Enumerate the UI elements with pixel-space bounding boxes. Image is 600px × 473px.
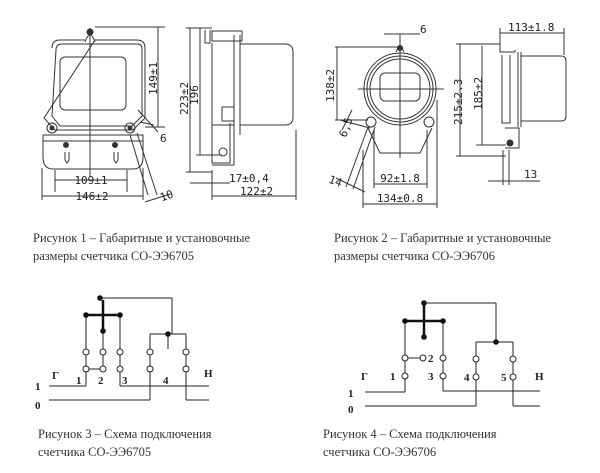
fig2-front-view [335,33,444,208]
figure-1-caption-line-2: размеры счетчика СО-ЭЭ6705 [33,249,194,263]
fig4-terminal-1: 1 [390,371,396,383]
fig4-schematic: Г Н 1 0 1 2 3 4 5 [348,300,544,416]
dim-fig1-109: 109±1 [74,174,107,187]
fig3-label-line0: 0 [35,400,41,412]
fig3-label-line1: 1 [35,381,41,393]
dim-fig2-92: 92±1.8 [380,172,420,185]
fig4-terminal-4: 4 [464,372,470,384]
dim-fig2-185: 185±2 [472,77,485,110]
figure-1-caption-line-1: Рисунок 1 – Габаритные и установочные [33,231,251,245]
figure-2-caption: Рисунок 2 – Габаритные и установочные ра… [334,229,551,265]
dim-fig2-14: 14 [327,173,344,190]
fig4-label-line0: 0 [348,404,354,416]
figure-2-caption-line-2: размеры счетчика СО-ЭЭ6706 [334,249,495,263]
dim-fig2-6-5: 6,5 [337,116,356,139]
figure-3-caption-line-1: Рисунок 3 – Схема подключения [38,427,212,441]
dim-fig1-10: 10 [158,188,175,205]
figure-2-caption-line-1: Рисунок 2 – Габаритные и установочные [334,231,552,245]
dim-fig1-223: 223±2 [178,82,191,115]
fig2-side-view [456,28,567,185]
dim-fig1-196: 196 [188,85,201,105]
fig4-terminal-2: 2 [428,353,434,365]
fig4-terminal-5: 5 [501,372,507,384]
dim-fig2-6: 6 [420,23,427,36]
dim-fig2-13: 13 [524,168,537,181]
fig1-front-view [41,26,171,203]
fig3-schematic: Г Н 1 0 1 2 3 4 [35,295,213,412]
fig1-side-view [186,27,297,200]
fig3-terminal-1: 1 [76,375,82,387]
fig3-terminal-4: 4 [163,375,169,387]
fig4-label-line1: 1 [348,388,354,400]
figure-4-caption: Рисунок 4 – Схема подключения счетчика С… [323,425,497,461]
fig4-terminal-3: 3 [428,371,434,383]
dim-fig2-134: 134±0.8 [377,192,423,205]
fig3-label-load: Н [204,368,213,380]
fig3-terminal-2: 2 [98,375,104,387]
figure-3-caption-line-2: счетчика СО-ЭЭ6705 [38,445,152,459]
dim-fig1-149: 149±1 [147,62,160,95]
figure-1-caption: Рисунок 1 – Габаритные и установочные ра… [33,229,250,265]
figure-4-caption-line-1: Рисунок 4 – Схема подключения [323,427,497,441]
dim-fig1-122: 122±2 [240,185,273,198]
fig4-label-generator: Г [361,371,368,383]
dim-fig1-17: 17±0,4 [229,172,269,185]
fig4-label-load: Н [535,371,544,383]
figure-3-caption: Рисунок 3 – Схема подключения счетчика С… [38,425,212,461]
fig3-label-generator: Г [52,370,59,382]
fig3-terminal-3: 3 [122,375,128,387]
dim-fig1-6: 6 [160,132,167,145]
dim-fig2-138: 138±2 [324,69,337,102]
dim-fig2-215: 215±2.3 [452,79,465,125]
figure-4-caption-line-2: счетчика СО-ЭЭ6706 [323,445,437,459]
dim-fig1-146: 146±2 [75,190,108,203]
dim-fig2-113: 113±1.8 [508,21,554,34]
